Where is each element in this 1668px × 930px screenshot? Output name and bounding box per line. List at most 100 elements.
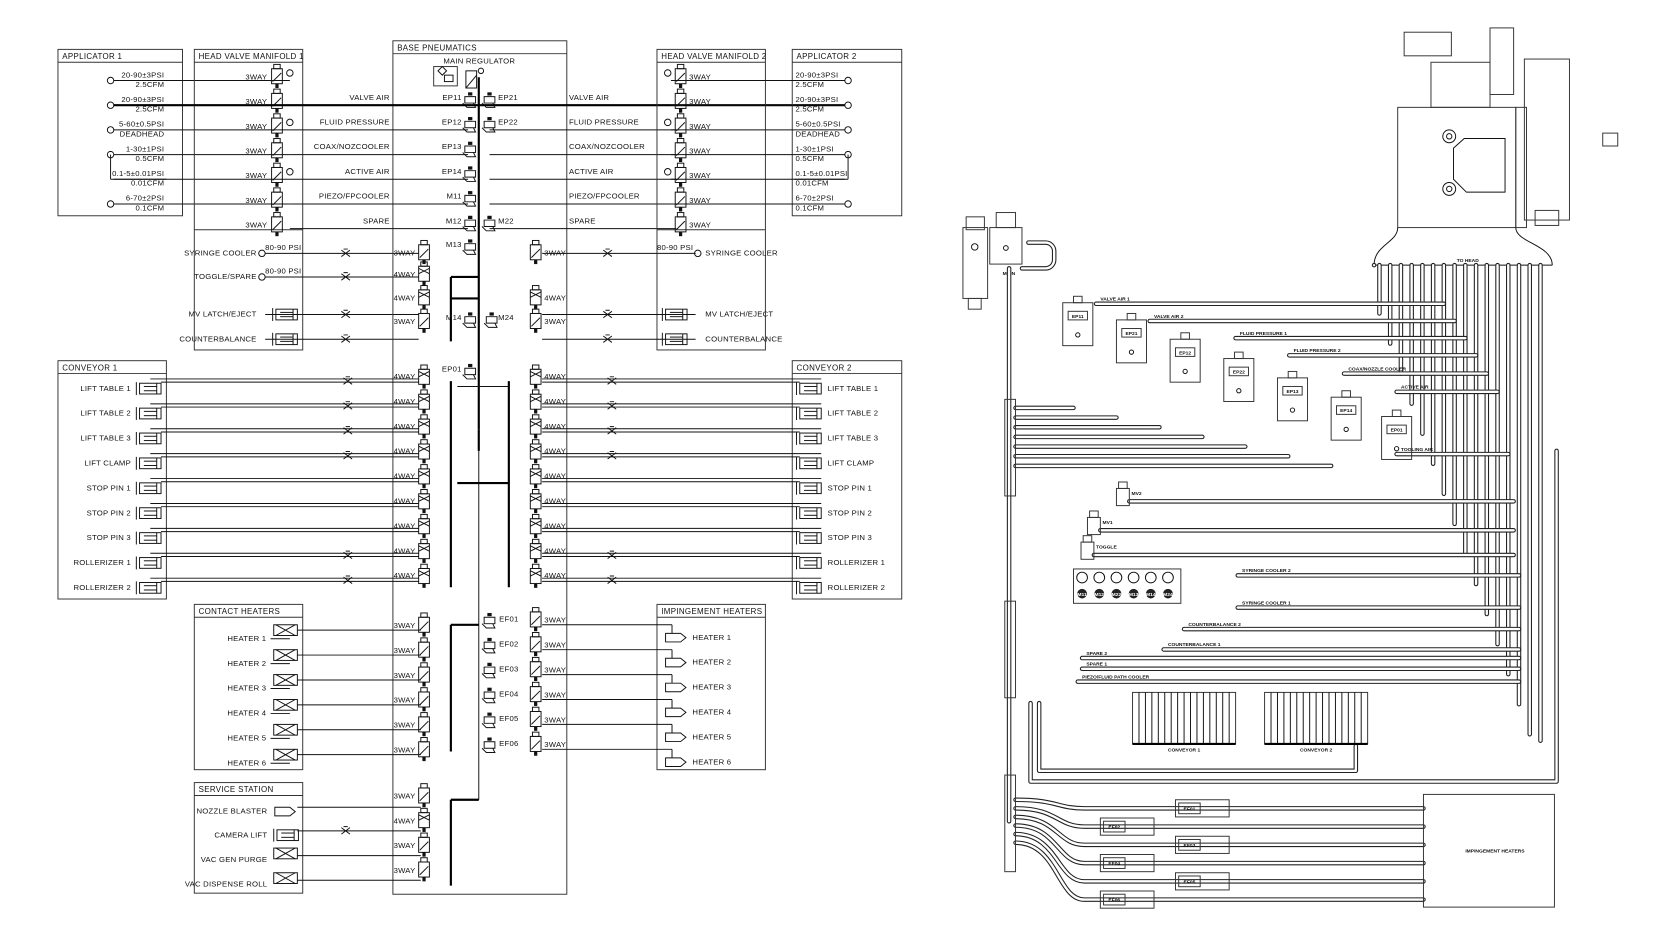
base-aux-valve-left xyxy=(418,239,430,265)
conveyor-2-item: ROLLERIZER 2 xyxy=(828,583,885,592)
ep-regulator-label: EP14 xyxy=(1340,408,1352,414)
manifold-2-valve xyxy=(674,162,687,187)
base-aux-valve-right xyxy=(529,239,542,265)
flow-control-icon xyxy=(603,248,613,257)
manifold-1-valve-label: 3WAY xyxy=(245,147,267,156)
ep-regulator-label: EP22 xyxy=(1233,370,1245,376)
contact-heater-valve xyxy=(418,712,430,737)
ef-regulator-label: EF03 xyxy=(1184,843,1196,849)
port-icon xyxy=(286,69,294,77)
aux-right-label: SYRINGE COOLER xyxy=(705,248,778,257)
conveyor-1-title: CONVEYOR 1 xyxy=(62,363,118,372)
left-regulator xyxy=(462,141,477,158)
conveyor-1-valve xyxy=(418,513,430,539)
service-item-label: VAC DISPENSE ROLL xyxy=(185,880,268,889)
impingement-valve-label: 3WAY xyxy=(544,641,566,650)
aux-right-label: MV LATCH/EJECT xyxy=(705,310,773,319)
conveyor-block: CONVEYOR 1 xyxy=(1132,691,1237,753)
flow-control-icon xyxy=(341,272,351,281)
flow-control-icon xyxy=(343,575,353,584)
base-aux-valve-left-label: 3WAY xyxy=(394,317,416,326)
impingement-valve xyxy=(529,681,542,706)
aux-left-spec: 80-90 PSI xyxy=(265,243,301,252)
conveyor-2-valve-label: 4WAY xyxy=(544,447,566,456)
manifold-1-valve-label: 3WAY xyxy=(245,196,267,205)
impingement-heaters-title: IMPINGEMENT HEATERS xyxy=(661,607,762,616)
gauge-label: M12 xyxy=(1094,592,1104,598)
port-icon xyxy=(106,101,115,109)
base-aux-valve-left-label: 4WAY xyxy=(394,270,416,279)
contact-heater-valve-label: 3WAY xyxy=(394,621,416,630)
heater-block-icon xyxy=(273,649,298,661)
port-icon xyxy=(844,200,852,208)
regulator-left-label: EP13 xyxy=(442,142,462,151)
conveyor-1-actuator xyxy=(135,481,162,495)
base-pneumatics-title: BASE PNEUMATICS xyxy=(397,43,477,52)
conveyor-1-actuator xyxy=(135,382,162,396)
gauge-label: M14 xyxy=(1146,592,1156,598)
flow-control-icon xyxy=(607,426,617,435)
conveyor-2-item: ROLLERIZER 1 xyxy=(828,558,885,567)
manifold-2-valve-label: 3WAY xyxy=(689,196,711,205)
nozzle-icon xyxy=(665,682,687,693)
ef-regulator-label: EF04 xyxy=(1108,861,1120,867)
base-line-right-label: FLUID PRESSURE xyxy=(569,118,639,127)
applicator-1-flow: 0.5CFM xyxy=(135,154,164,163)
main-regulator-label: MAIN REGULATOR xyxy=(443,56,515,65)
contact-heater-valve-label: 3WAY xyxy=(394,721,416,730)
conveyor-label: CONVEYOR 1 xyxy=(1168,747,1201,753)
port-icon xyxy=(286,118,294,127)
left-regulator xyxy=(462,215,477,232)
impingement-heaters-box-label: IMPINGEMENT HEATERS xyxy=(1465,848,1525,854)
service-valve xyxy=(418,832,430,857)
regulator-left-label: EP12 xyxy=(442,118,462,127)
air-tube xyxy=(1013,831,1426,884)
conveyor-2-valve xyxy=(529,389,542,414)
service-item-label: NOZZLE BLASTER xyxy=(197,807,268,816)
ep-regulator: EP12 xyxy=(1169,332,1201,383)
air-tube xyxy=(1013,806,1426,829)
manifold-1-valve-label: 3WAY xyxy=(245,72,267,81)
flow-control-icon xyxy=(341,826,351,835)
service-valve xyxy=(418,857,430,882)
applicator-1-pressure: 1-30±1PSI xyxy=(126,144,164,153)
filter-regulator-unit: MAIN xyxy=(962,212,1023,310)
gauge-port-icon xyxy=(1111,588,1122,599)
gauge-port-icon xyxy=(1128,588,1139,599)
air-tube xyxy=(1036,700,1359,774)
regulator-right-label: M22 xyxy=(498,216,514,225)
flow-control-icon xyxy=(343,451,353,460)
ef-regulator: EF03 xyxy=(1174,835,1230,854)
impingement-valve-label: 3WAY xyxy=(544,690,566,699)
manifold-2-valve-label: 3WAY xyxy=(689,122,711,131)
ep-regulator: EP11 xyxy=(1062,295,1094,347)
pressure-gauge-icon xyxy=(1162,571,1174,584)
conveyor-2-actuator xyxy=(796,556,822,570)
air-tube xyxy=(1013,840,1426,902)
flow-control-icon xyxy=(341,309,351,319)
applicator-1-pressure: 0.1-5±0.01PSI xyxy=(112,169,164,178)
conveyor-2-valve xyxy=(529,414,542,439)
impingement-valve xyxy=(529,656,542,682)
manifold-2-valve-label: 3WAY xyxy=(689,221,711,230)
applicator-2-pressure: 20-90±3PSI xyxy=(795,95,838,104)
applicator-2-flow: 2.5CFM xyxy=(795,80,824,89)
conveyor-1-valve xyxy=(418,439,430,464)
manifold-1-valve xyxy=(271,113,283,138)
left-regulator xyxy=(462,191,477,207)
line-label: ACTIVE AIR xyxy=(1401,385,1429,391)
conveyor-2-valve-label: 4WAY xyxy=(544,372,566,381)
conveyor-2-valve-label: 4WAY xyxy=(544,521,566,530)
mv-valve-label: TOGGLE xyxy=(1096,545,1117,551)
service-valve xyxy=(418,783,430,808)
ef-regulator xyxy=(481,737,496,754)
impingement-heater-label: HEATER 1 xyxy=(692,633,731,642)
conveyor-1-item: LIFT TABLE 1 xyxy=(80,384,131,393)
base-line-left-label: SPARE xyxy=(363,216,390,225)
gauge-port-icon xyxy=(1163,588,1173,599)
camera-lift-actuator xyxy=(273,828,299,842)
conveyor-label: CONVEYOR 2 xyxy=(1300,747,1333,753)
flow-control-icon xyxy=(607,550,617,560)
